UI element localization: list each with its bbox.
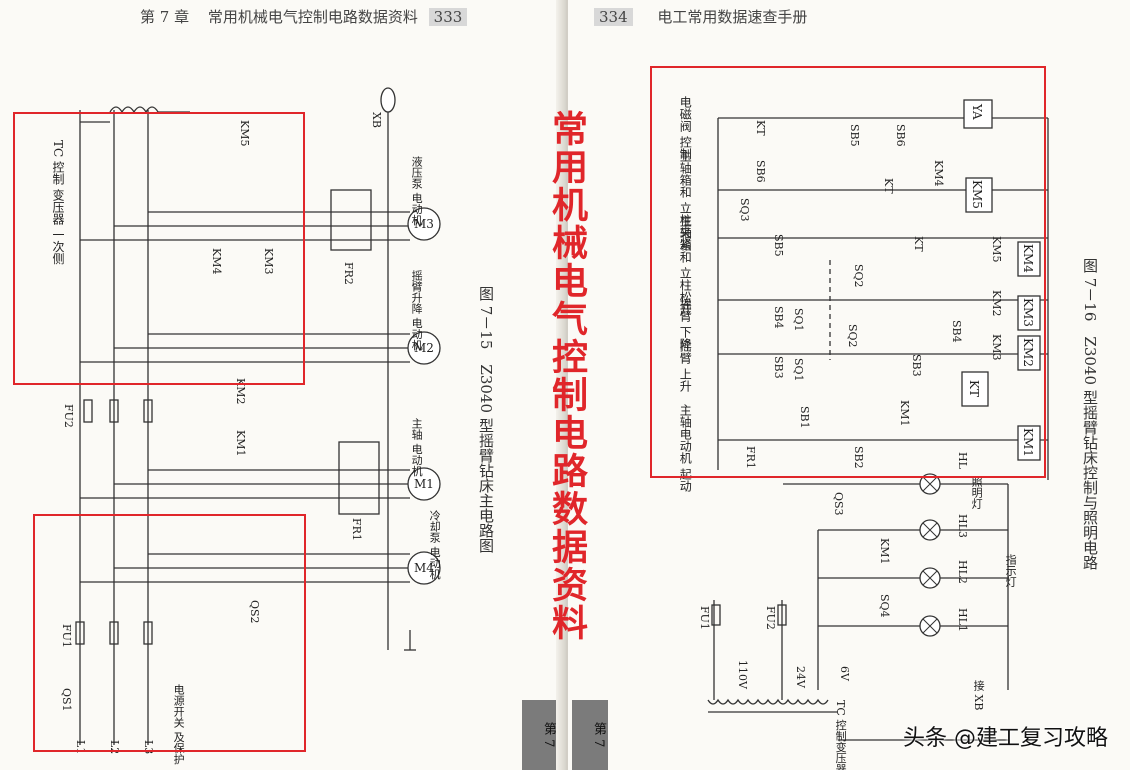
sq3-label: SQ3: [738, 198, 752, 222]
arm-down-column-label: 摇臂 下降: [678, 298, 693, 350]
km4-contact: KM4: [932, 160, 946, 187]
km1-contact: KM1: [898, 400, 912, 427]
sb3-label-2: SB3: [910, 354, 924, 377]
xb-label: XB: [370, 112, 384, 128]
km2-coil: KM2: [1021, 338, 1035, 367]
sb6-label: SB6: [754, 160, 768, 183]
right-book-page: 334 电工常用数据速查手册: [568, 0, 1130, 770]
km4-coil: KM4: [1021, 244, 1035, 273]
km3-contact: KM3: [990, 334, 1004, 361]
kt-coil: KT: [967, 380, 981, 397]
arm-up-column-label: 摇臂 上升: [678, 340, 693, 392]
hl3-label: HL3: [956, 514, 970, 538]
kt-contact-1: KT: [754, 120, 768, 136]
m3-desc: 液压泵 电动机: [410, 156, 424, 226]
right-page-header: 334 电工常用数据速查手册: [588, 6, 807, 27]
m2-desc: 摇臂升降 电动机: [410, 270, 424, 351]
sq2-label-2: SQ2: [846, 324, 860, 348]
sb6-label-2: SB6: [894, 124, 908, 147]
m4-desc: 冷却泵 电动机: [428, 510, 442, 580]
spindle-start-column-label: 主轴电动机 起动: [678, 404, 693, 492]
indicator-label: 指示灯: [1004, 554, 1018, 587]
km5-contact: KM5: [990, 236, 1004, 263]
sq1-label-2: SQ1: [792, 358, 806, 382]
qs3-label: QS3: [832, 492, 846, 516]
left-book-page: 第 7 章 常用机械电气控制电路数据资料 333: [0, 0, 562, 770]
left-figure-caption: 图 7－15 Z3040 型摇臂钻床主电路图: [477, 286, 495, 553]
m2-label: M2: [414, 341, 434, 355]
m1-desc: 主轴 电动机: [410, 418, 424, 477]
power-switch-label: 电源开关 及保护: [172, 684, 186, 765]
right-page-number: 334: [594, 8, 633, 26]
km5-coil: KM5: [970, 180, 984, 209]
fu1-label: FU1: [698, 606, 712, 630]
fu1-label: FU1: [60, 624, 74, 648]
xb-connection-label: 接 XB: [972, 680, 986, 711]
source-watermark: 头条 @建工复习攻略: [903, 726, 1108, 751]
fr1-label: FR1: [744, 446, 758, 469]
right-figure-caption: 图 7－16 Z3040 型摇臂钻床控制与照明电路: [1081, 258, 1099, 570]
kt-contact-3: KT: [912, 236, 926, 252]
left-page-header: 第 7 章 常用机械电气控制电路数据资料 333: [140, 6, 473, 27]
fr1-label: FR1: [350, 518, 364, 541]
right-chapter-tab: 第 7: [572, 700, 608, 770]
sb4-label-2: SB4: [950, 320, 964, 343]
km2-contact: KM2: [990, 290, 1004, 317]
km1-lamp-contact: KM1: [878, 538, 892, 565]
tc-label: TC 控制 变压器 一次侧: [51, 140, 65, 265]
left-page-number: 333: [428, 8, 468, 26]
110v-label: 110V: [736, 660, 750, 689]
sq1-label-1: SQ1: [792, 308, 806, 332]
qs2-label: QS2: [248, 600, 262, 624]
left-chapter-tab: 第 7: [522, 700, 558, 770]
km3-coil: KM3: [1021, 298, 1035, 327]
sb4-label: SB4: [772, 306, 786, 329]
highlight-box-control-transformer: [13, 112, 305, 385]
hl1-label: HL1: [956, 608, 970, 632]
kt-contact-2: KT: [882, 178, 896, 194]
red-title-stamp: 常用机械电气控制电路数据资料: [546, 110, 587, 642]
tc-transformer-label: TC 控制变压器: [834, 700, 848, 770]
m1-label: M1: [414, 477, 434, 491]
sb5-label-2: SB5: [848, 124, 862, 147]
fr2-label: FR2: [342, 262, 356, 285]
sb1-label: SB1: [798, 406, 812, 429]
hl2-label: HL2: [956, 560, 970, 584]
highlight-box-control-circuit: [650, 66, 1046, 478]
highlight-box-power-switch: [33, 514, 306, 752]
sq4-label: SQ4: [878, 594, 892, 618]
sb5-label: SB5: [772, 234, 786, 257]
km3-label: KM3: [262, 248, 276, 275]
24v-label: 24V: [794, 666, 808, 688]
6v-label: 6V: [838, 666, 852, 681]
km5-label: KM5: [238, 120, 252, 147]
sb3-label: SB3: [772, 356, 786, 379]
ya-coil: YA: [970, 104, 984, 120]
lamp-label: 照明灯: [970, 476, 984, 509]
sq2-label-1: SQ2: [852, 264, 866, 288]
hl-label: HL: [956, 452, 970, 469]
qs1-label: QS1: [60, 688, 74, 712]
solenoid-column-label: 电磁阀 控制: [678, 96, 693, 160]
km1-coil: KM1: [1021, 428, 1035, 457]
fu2-label: FU2: [62, 404, 76, 428]
control-circuit-diagram: [707, 99, 1049, 741]
m4-label: M4: [414, 561, 434, 575]
left-header-title: 常用机械电气控制电路数据资料: [207, 8, 418, 26]
right-header-title: 电工常用数据速查手册: [657, 8, 808, 26]
release-column-label: 主轴箱和 立柱松开: [678, 215, 693, 315]
fu2-label: FU2: [764, 606, 778, 630]
clamp-column-label: 主轴箱和 立柱夹紧: [678, 150, 693, 250]
sb2-label: SB2: [852, 446, 866, 469]
km1-label: KM1: [234, 430, 248, 457]
chapter-label: 第 7 章: [140, 8, 190, 26]
m3-label: M3: [414, 217, 434, 231]
km4-label: KM4: [210, 248, 224, 275]
